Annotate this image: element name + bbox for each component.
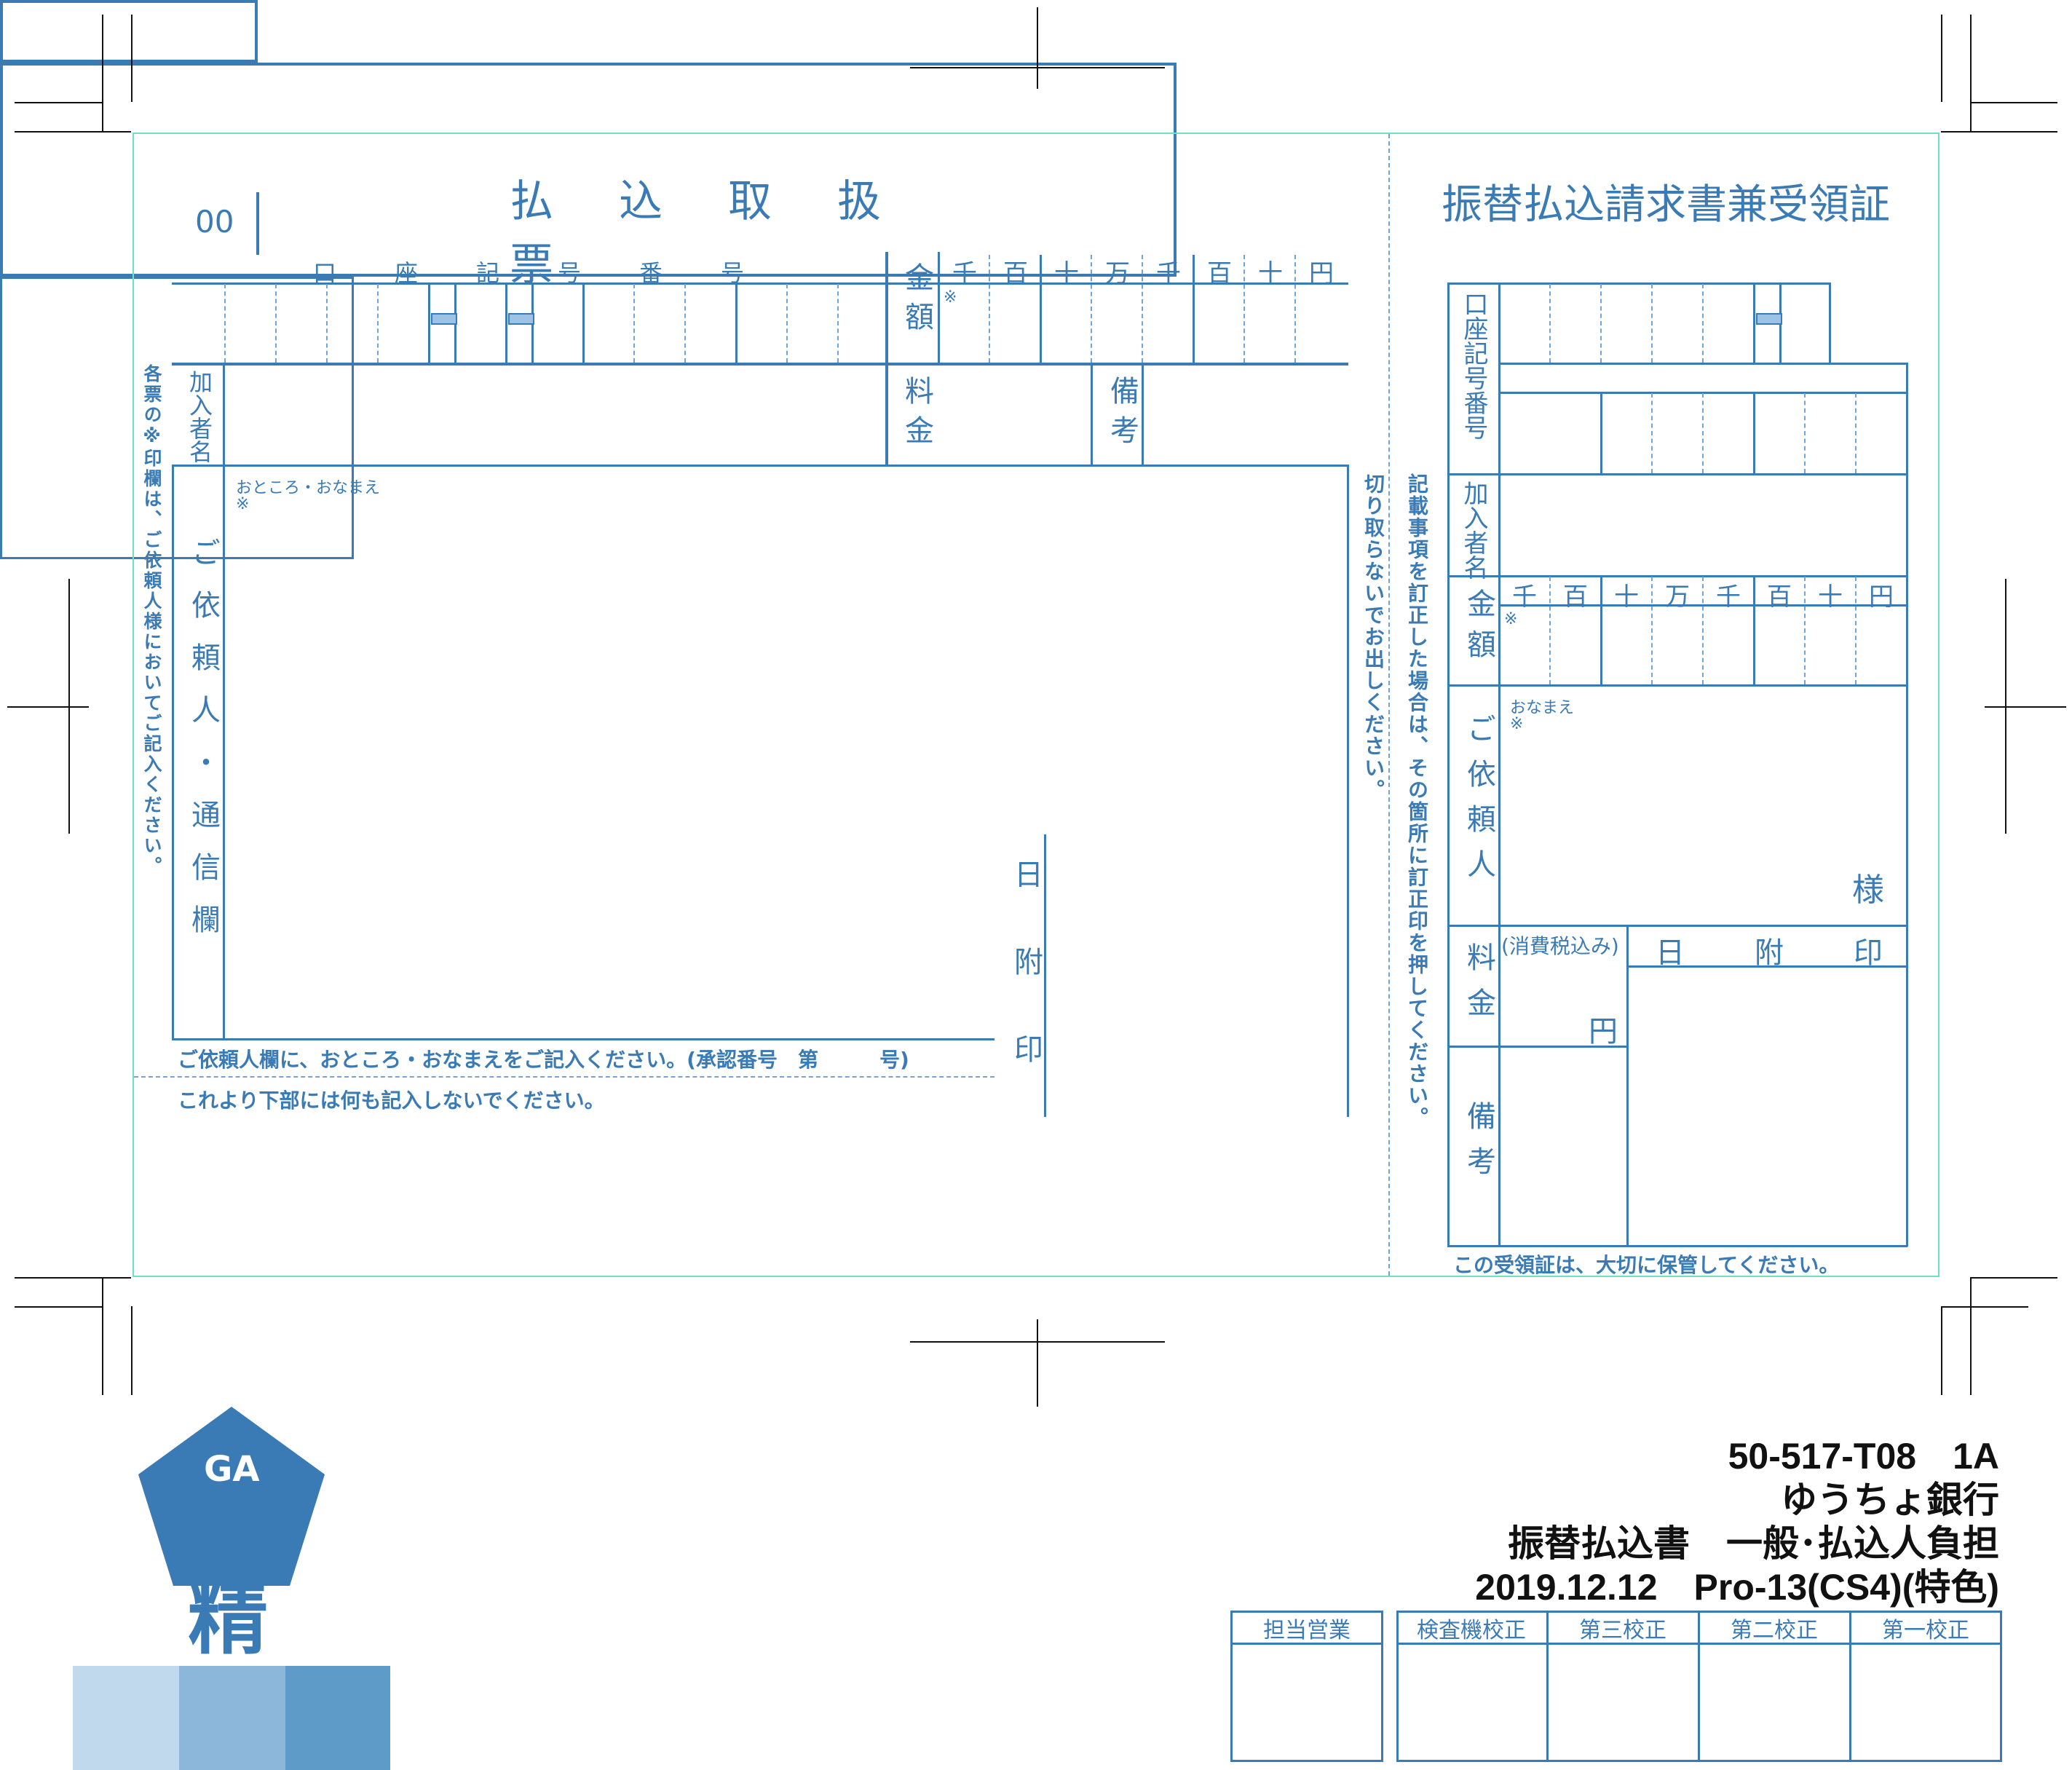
note-correct: 記載事項を訂正した場合は、その箇所に訂正印を押してください。 [1405,473,1429,1129]
badge-code: GA [204,1449,260,1490]
receipt-amount-label: 金額 [1462,588,1495,670]
digit-header: 円 [1309,259,1334,288]
address-hint: おところ・おなまえ [236,479,381,497]
receipt-account-label: 口座記号番号 [1459,291,1488,440]
info-line-4: 2019.12.12 Pro-13(CS4)(特色) [1475,1567,1999,1608]
receipt-yen: 円 [1589,1015,1618,1048]
swatch-dark [285,1666,390,1770]
trim-frame [133,133,1939,1277]
receipt-bottom-note: この受領証は、大切に保管してください。 [1453,1253,1840,1277]
receipt-remarks-label: 備考 [1462,1101,1495,1191]
receipt-name-kome: ※ [1510,715,1524,733]
receipt-name-hint: おなまえ [1510,699,1575,717]
info-line-3: 振替払込書 一般･払込人負担 [1508,1523,1999,1564]
swatch-light [73,1666,179,1770]
proof-label: 検査機校正 [1417,1618,1526,1643]
info-line-2: ゆうちょ銀行 [1781,1479,1999,1520]
amount-kome: ※ [944,288,957,307]
fee-label: 料金 [900,376,933,454]
date-stamp-label: 日附印 [1009,859,1043,1121]
digit-header: 千 [1512,582,1537,612]
perforation-line [1388,134,1390,1276]
note-cut: 切り取らないでお出しください。 [1361,473,1385,801]
receipt-requester-label: ご依頼人 [1462,714,1495,894]
digit-header: 万 [1665,582,1690,612]
address-kome: ※ [236,495,250,513]
swatch-medium [179,1666,285,1770]
proof-label: 担当営業 [1263,1618,1351,1643]
digit-header: 千 [1156,259,1181,288]
digit-header: 十 [1054,259,1079,288]
amount-label: 金額 [900,262,933,341]
digit-header: 十 [1818,582,1843,612]
receipt-date-stamp: 日 附 印 [1656,936,1903,970]
digit-header: 百 [1563,582,1588,612]
pentagon-icon [138,1407,325,1586]
digit-header: 千 [952,259,977,288]
digit-header: 千 [1716,582,1741,612]
proof-label: 第二校正 [1731,1618,1818,1643]
digit-header: 百 [1003,259,1028,288]
info-line-1: 50-517-T08 1A [1728,1436,1999,1477]
receipt-sama: 様 [1852,872,1884,909]
proof-box-sales [1230,1611,1383,1762]
code-box [0,0,258,63]
digit-header: 万 [1105,259,1130,288]
digit-header: 十 [1614,582,1639,612]
digit-header: 百 [1207,259,1232,288]
receipt-subscriber-label: 加入者名 [1459,481,1488,580]
badge-kanji: 精 [188,1572,268,1665]
receipt-amount-kome: ※ [1504,610,1518,628]
receipt-title: 振替払込請求書兼受領証 [1442,181,1890,229]
digit-header: 十 [1258,259,1283,288]
bottom-note-1: ご依頼人欄に、おところ・おなまえをご記入ください。(承認番号 第 号) [178,1048,909,1072]
receipt-fee-label: 料金 [1462,942,1495,1032]
proof-label: 第一校正 [1882,1618,1969,1643]
receipt-tax-note: (消費税込み) [1501,934,1619,958]
proof-label: 第三校正 [1579,1618,1666,1643]
requester-label: ご依頼人・通信欄 [186,537,220,957]
code-value: 00 [195,204,234,240]
digit-header: 円 [1869,582,1894,612]
date-stamp-box [0,277,354,559]
subscriber-label: 加入者名 [186,370,213,463]
form-title: 払込取扱票 [510,176,946,291]
bottom-note-2: これより下部には何も記入しないでください。 [178,1089,605,1113]
left-side-note: 各票の※印欄は、ご依頼人様においてご記入ください。 [141,364,162,877]
remarks-label: 備考 [1105,376,1139,454]
account-header: 口座記号番号 [313,259,803,287]
digit-header: 百 [1767,582,1792,612]
account-amount-frame [0,63,1177,277]
left-form: 払込取扱票 00 口座記号番号 金額 千 百 十 万 千 百 十 円 [0,0,2072,1121]
